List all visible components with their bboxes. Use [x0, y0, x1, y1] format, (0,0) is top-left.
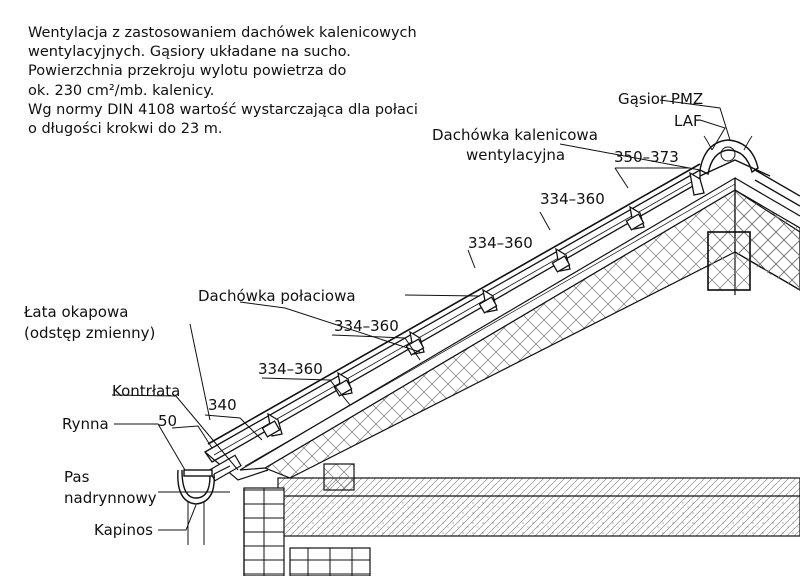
roof-tiles — [204, 163, 800, 463]
dimension-lines — [111, 99, 731, 531]
description-note: Wentylacja z zastosowaniem dachówek kale… — [28, 24, 418, 139]
note-line: wentylacyjnych. Gąsiory układane na such… — [28, 44, 351, 61]
dim-50: 50 — [158, 412, 177, 430]
dim-334-360: 334–360 — [258, 360, 323, 378]
roof-layers — [239, 176, 800, 479]
label-gasior: Gąsior PMZ — [618, 90, 703, 108]
eaves-structure — [204, 451, 800, 576]
label-drip-mould: Kapinos — [94, 521, 153, 539]
dimension-labels: 50 340 334–360 334–360 334–360 334–360 3… — [158, 148, 679, 430]
dim-334-360: 334–360 — [468, 234, 533, 252]
label-drip-edge-2: nadrynnowy — [64, 489, 157, 507]
ridge-cap — [699, 139, 759, 176]
label-ridge-tile-1: Dachówka kalenicowa — [432, 126, 598, 144]
label-gutter: Rynna — [62, 415, 109, 433]
note-line: Powierzchnia przekroju wylotu powietrza … — [28, 63, 347, 80]
labels: Gąsior PMZ LAF Dachówka kalenicowa wenty… — [23, 90, 703, 539]
label-drip-edge-1: Pas — [64, 468, 90, 486]
wall-plate — [323, 463, 355, 491]
brick-wall — [243, 487, 285, 576]
label-ridge-tile-2: wentylacyjna — [466, 146, 565, 164]
dim-350-373: 350–373 — [614, 148, 679, 166]
label-laf: LAF — [674, 112, 702, 130]
dim-334-360: 334–360 — [334, 317, 399, 335]
dim-334-360: 334–360 — [540, 190, 605, 208]
ridge-beam — [707, 231, 751, 291]
label-eave-batten-2: (odstęp zmienny) — [24, 324, 155, 342]
note-line: Wentylacja z zastosowaniem dachówek kale… — [28, 25, 417, 41]
gutter — [177, 465, 231, 545]
ridge-tile-assembly — [699, 135, 771, 177]
label-field-tile: Dachówka połaciowa — [198, 287, 356, 305]
note-line: o długości krokwi do 23 m. — [28, 121, 223, 138]
label-eave-batten-1: Łata okapowa — [23, 303, 128, 321]
label-counter-batten: Kontrłata — [112, 382, 180, 400]
note-line: Wg normy DIN 4108 wartość wystarczająca … — [28, 101, 418, 118]
dim-340: 340 — [208, 396, 237, 414]
tile-surface — [204, 168, 701, 463]
note-line: ok. 230 cm²/mb. kalenicy. — [28, 82, 215, 99]
